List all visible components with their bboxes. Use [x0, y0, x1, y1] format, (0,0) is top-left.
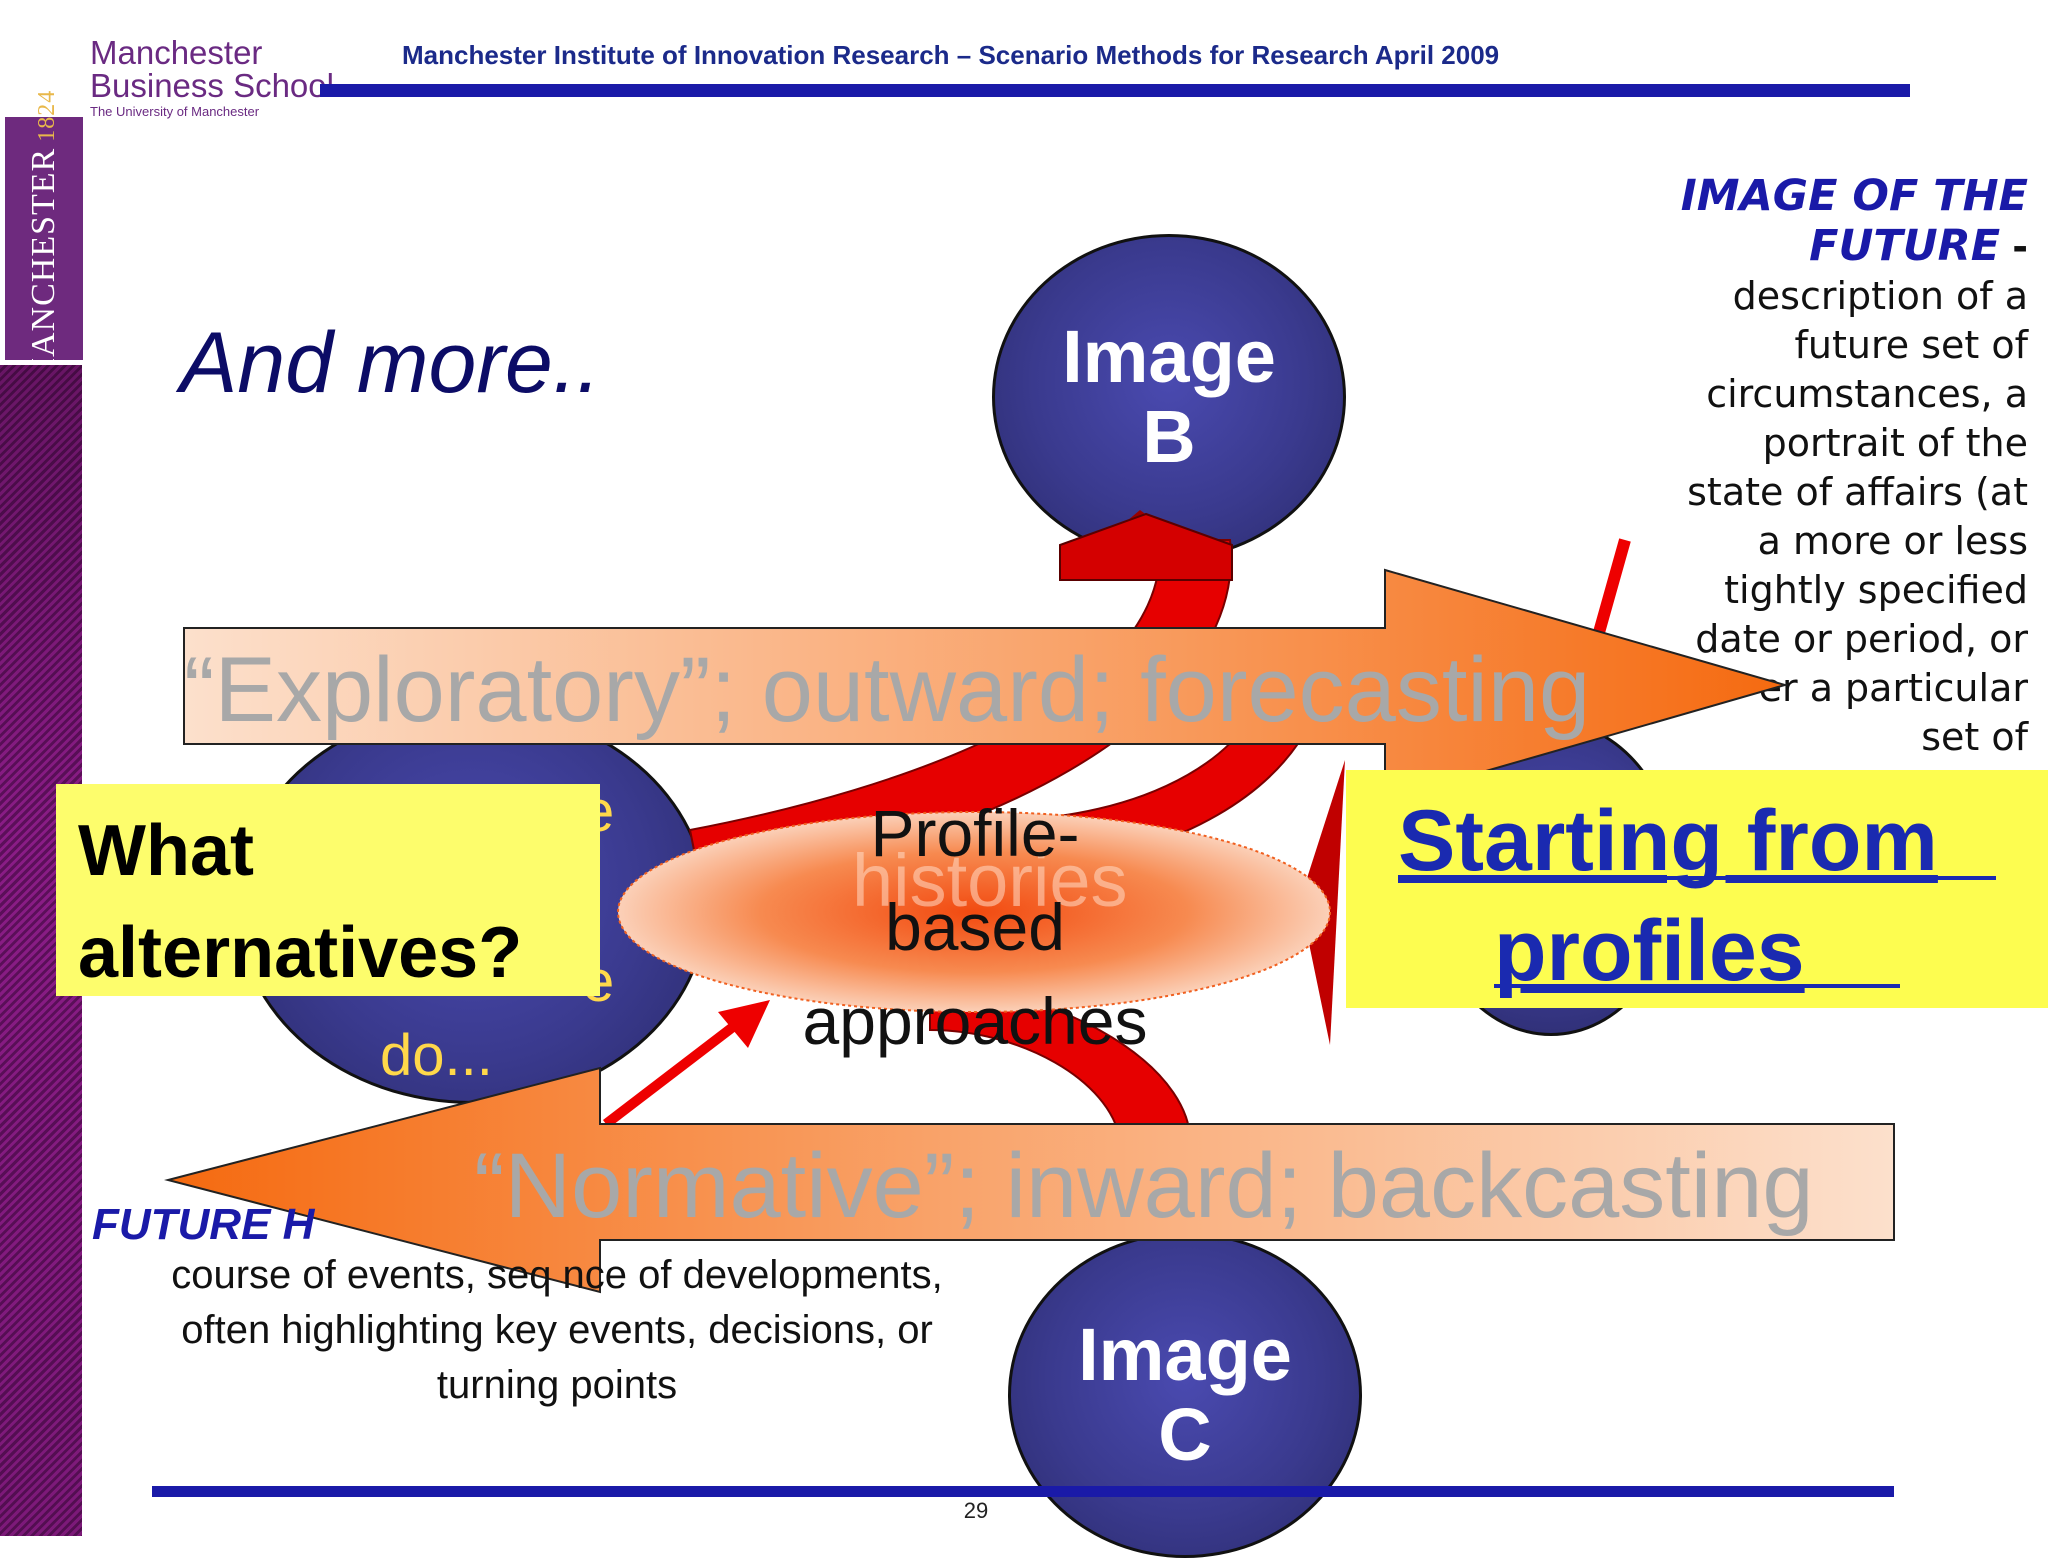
mbs-logo: Manchester Business School The Universit… [90, 36, 334, 118]
callout-line: What [78, 811, 254, 891]
profile-line: approaches [802, 984, 1148, 1058]
exploratory-label: “Exploratory”; outward; forecasting [184, 639, 1591, 741]
normative-arrow [164, 1066, 1895, 1294]
definition-line: course of events, seq nce of development… [171, 1253, 943, 1297]
definition-line: portrait of the [1762, 421, 2028, 465]
image-c-line1: Image [1078, 1313, 1292, 1396]
slide-title: And more.. [180, 315, 601, 411]
header-title: Manchester Institute of Innovation Resea… [402, 40, 1500, 70]
image-b-line1: Image [1062, 315, 1276, 398]
definition-line: set of [1921, 715, 2028, 759]
definition-line: state of affairs (at [1687, 470, 2028, 514]
profile-based-approaches-label: Profile- based approaches [768, 786, 1182, 1068]
definition-line: circumstances, a [1706, 372, 2028, 416]
profile-ellipse [617, 811, 1331, 1013]
future-history-term: FUTURE H [92, 1200, 315, 1249]
definition-line: date or period, or [1695, 617, 2028, 661]
red-line-lower [602, 1016, 746, 1128]
what-alternatives-text: What alternatives? [78, 800, 522, 1004]
definition-line: tightly specified [1724, 568, 2028, 612]
slide-number: 29 [963, 1498, 989, 1523]
what-alternatives-box [56, 784, 600, 996]
histories-ghost-label: histories [852, 839, 1128, 922]
logo-line-3: The University of Manchester [90, 104, 260, 119]
footer-rule [152, 1486, 1894, 1497]
definition-line: often highlighting key events, decisions… [181, 1308, 933, 1352]
exploratory-arrow [183, 568, 1789, 802]
starting-from-profiles-line1[interactable]: Starting from [1398, 793, 1938, 889]
image-future-dash: - [2012, 225, 2028, 269]
image-a-label: do... [380, 1023, 493, 1088]
starting-from-profiles-line2[interactable]: profiles [1494, 903, 1805, 999]
definition-line: future set of [1794, 323, 2028, 367]
logo-line-1: Manchester [90, 34, 263, 71]
image-future-term: IMAGE OF THE FUTURE [1680, 171, 2028, 271]
starting-from-profiles-box [1346, 770, 2048, 1008]
manchester-sidebar-logo: MANCHESTER1824 [5, 89, 83, 388]
profile-line: based [885, 890, 1065, 964]
image-of-future-definition: IMAGE OF THE FUTURE - description of a f… [1608, 172, 2028, 762]
profile-line: Profile- [870, 796, 1080, 870]
arrow-head-up-b [1059, 512, 1233, 581]
normative-label: “Normative”; inward; backcasting [474, 1135, 1814, 1237]
definition-line: er a particular [1758, 666, 2028, 710]
logo-line-2: Business School [90, 67, 334, 104]
image-b-line2: B [1142, 395, 1196, 478]
header-rule [320, 84, 1910, 97]
link-underline [1494, 984, 1900, 988]
callout-line: alternatives? [78, 913, 523, 993]
future-history-definition: FUTURE H course of events, seq nce of de… [92, 1200, 1022, 1413]
definition-line: turning points [436, 1363, 678, 1407]
image-c-line2: C [1158, 1393, 1212, 1476]
definition-line: a more or less [1757, 519, 2028, 563]
red-arrowhead-lower [718, 1000, 770, 1048]
definition-line: description of a [1732, 274, 2028, 318]
link-underline [1398, 876, 1996, 880]
